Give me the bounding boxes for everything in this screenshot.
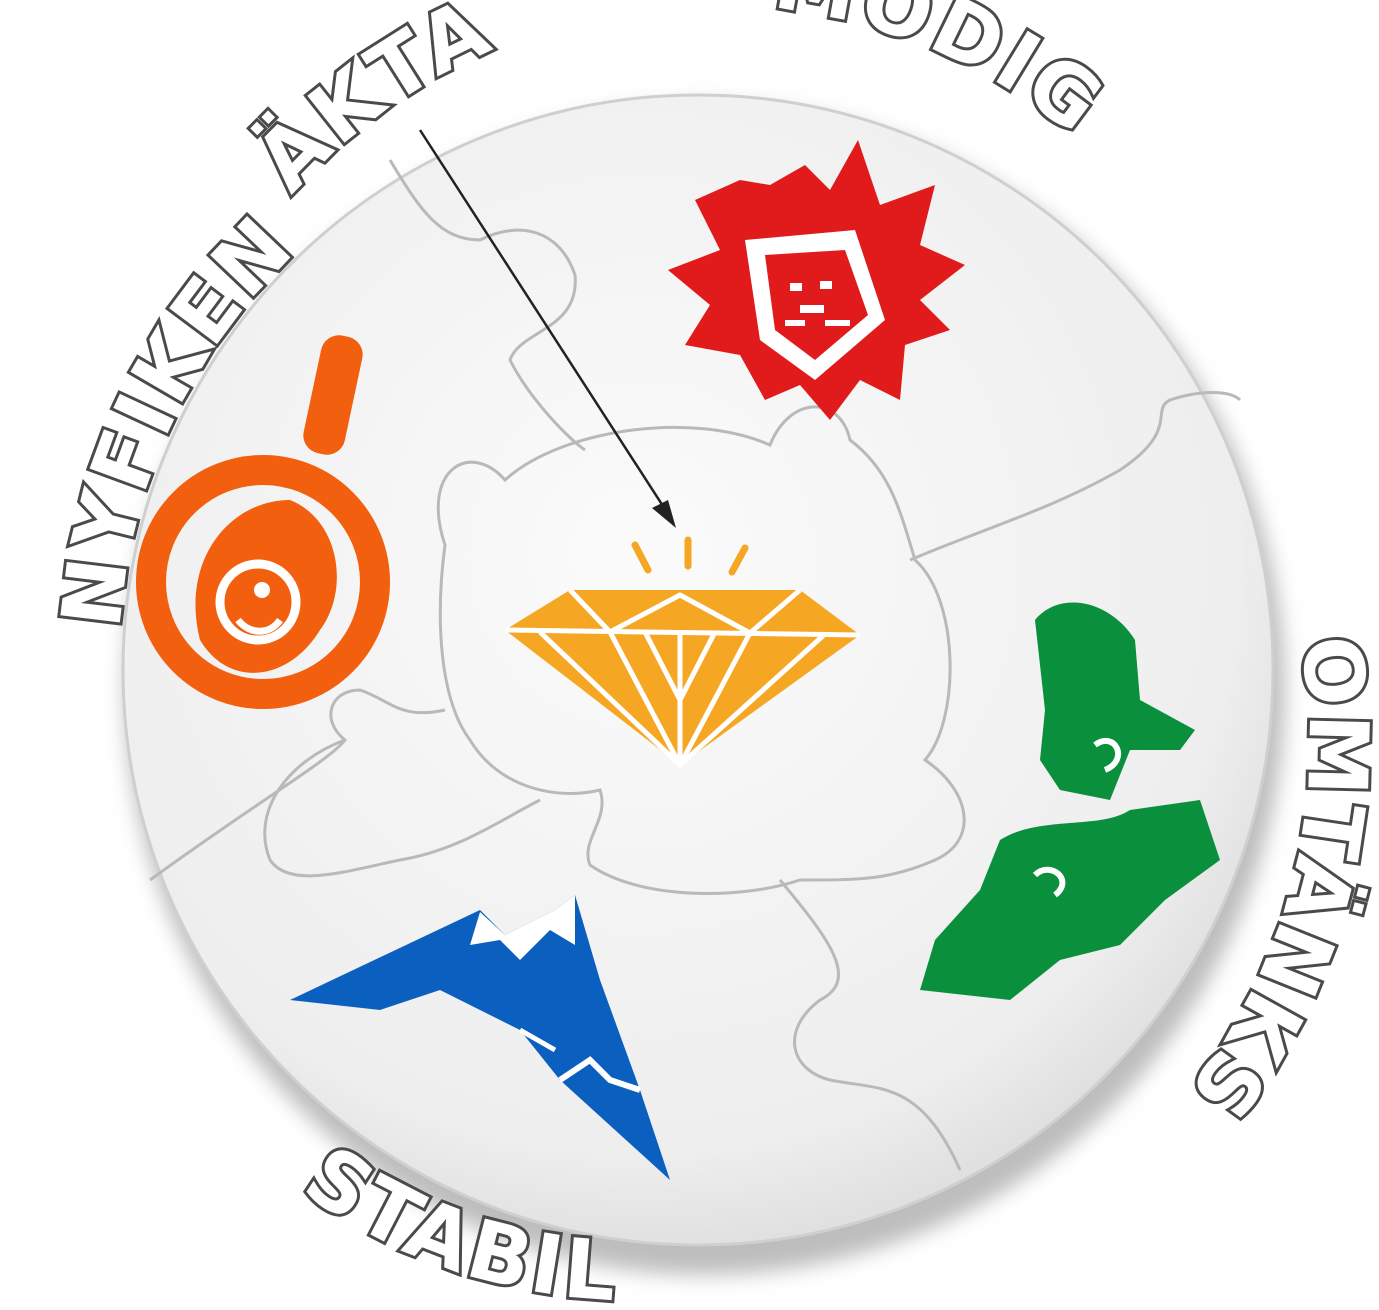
diamond-icon [504,536,861,768]
caring-hands-icon [920,602,1220,1000]
mountain-icon [290,895,670,1180]
magnifying-glass-icon [136,335,390,709]
puzzle-seams [149,159,1242,1171]
lion-head-icon [668,140,965,420]
akta-arrow [418,129,676,528]
